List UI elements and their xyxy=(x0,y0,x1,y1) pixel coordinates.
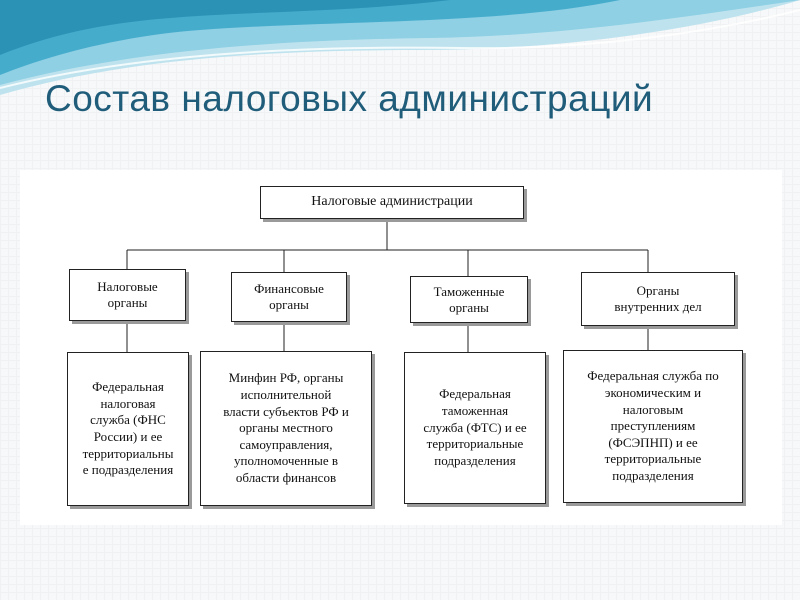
detail-node-fns: Федеральная налоговая служба (ФНС России… xyxy=(67,352,189,506)
header-wave-decoration xyxy=(0,0,800,95)
root-node: Налоговые администрации xyxy=(260,186,524,219)
detail-line: таможенная xyxy=(441,403,509,419)
detail-line: (ФСЭПНП) и ее xyxy=(608,434,698,450)
detail-line: налоговым xyxy=(622,401,684,417)
detail-line: служба (ФТС) и ее xyxy=(423,419,527,435)
detail-line: налоговая xyxy=(100,395,156,411)
detail-line: служба (ФНС xyxy=(90,412,166,428)
branch-node-label: Финансовые xyxy=(254,281,324,297)
diagram-panel: Налоговые администрации Налоговые органы… xyxy=(20,170,782,525)
detail-line: самоуправления, xyxy=(239,436,333,452)
detail-line: е подразделения xyxy=(82,462,174,478)
slide-title: Состав налоговых администраций xyxy=(45,78,654,119)
branch-node-internal-affairs: Органы внутренних дел xyxy=(581,272,735,326)
detail-line: власти субъектов РФ и xyxy=(223,403,349,419)
branch-node-label: Таможенные xyxy=(433,283,505,299)
detail-node-fsepnp: Федеральная служба по экономическим и на… xyxy=(563,350,743,503)
detail-line: Федеральная служба по xyxy=(587,368,719,384)
detail-node-minfin: Минфин РФ, органы исполнительной власти … xyxy=(200,351,372,506)
detail-line: Федеральная xyxy=(92,379,164,395)
branch-node-label: органы xyxy=(107,295,148,310)
branch-node-finance-bodies: Финансовые органы xyxy=(231,272,347,322)
branch-node-label: внутренних дел xyxy=(614,299,702,314)
branch-node-label: Налоговые xyxy=(97,279,158,295)
detail-line: области финансов xyxy=(235,470,337,486)
branch-node-label: органы xyxy=(269,297,309,312)
detail-line: Минфин РФ, органы xyxy=(228,370,344,386)
detail-line: уполномоченные в xyxy=(234,453,338,469)
connector-lines xyxy=(126,219,649,352)
detail-line: подразделения xyxy=(612,468,694,484)
detail-line: России) и ее xyxy=(93,429,163,444)
detail-line: экономическим и xyxy=(604,384,702,400)
branch-node-tax-bodies: Налоговые органы xyxy=(69,269,186,321)
detail-node-fts: Федеральная таможенная служба (ФТС) и ее… xyxy=(404,352,546,504)
branch-node-label: Органы xyxy=(636,283,680,299)
detail-line: территориальные xyxy=(604,451,702,467)
detail-line: исполнительной xyxy=(240,386,332,402)
branch-node-label: органы xyxy=(449,299,489,315)
root-node-label: Налоговые администрации xyxy=(311,194,473,210)
detail-line: преступлениям xyxy=(610,418,696,434)
detail-line: Федеральная xyxy=(439,386,511,402)
detail-line: органы местного xyxy=(239,420,333,436)
branch-node-customs-bodies: Таможенные органы xyxy=(410,276,528,323)
detail-line: территориальны xyxy=(82,445,174,461)
detail-line: территориальные xyxy=(426,436,524,452)
detail-line: подразделения xyxy=(434,452,516,468)
